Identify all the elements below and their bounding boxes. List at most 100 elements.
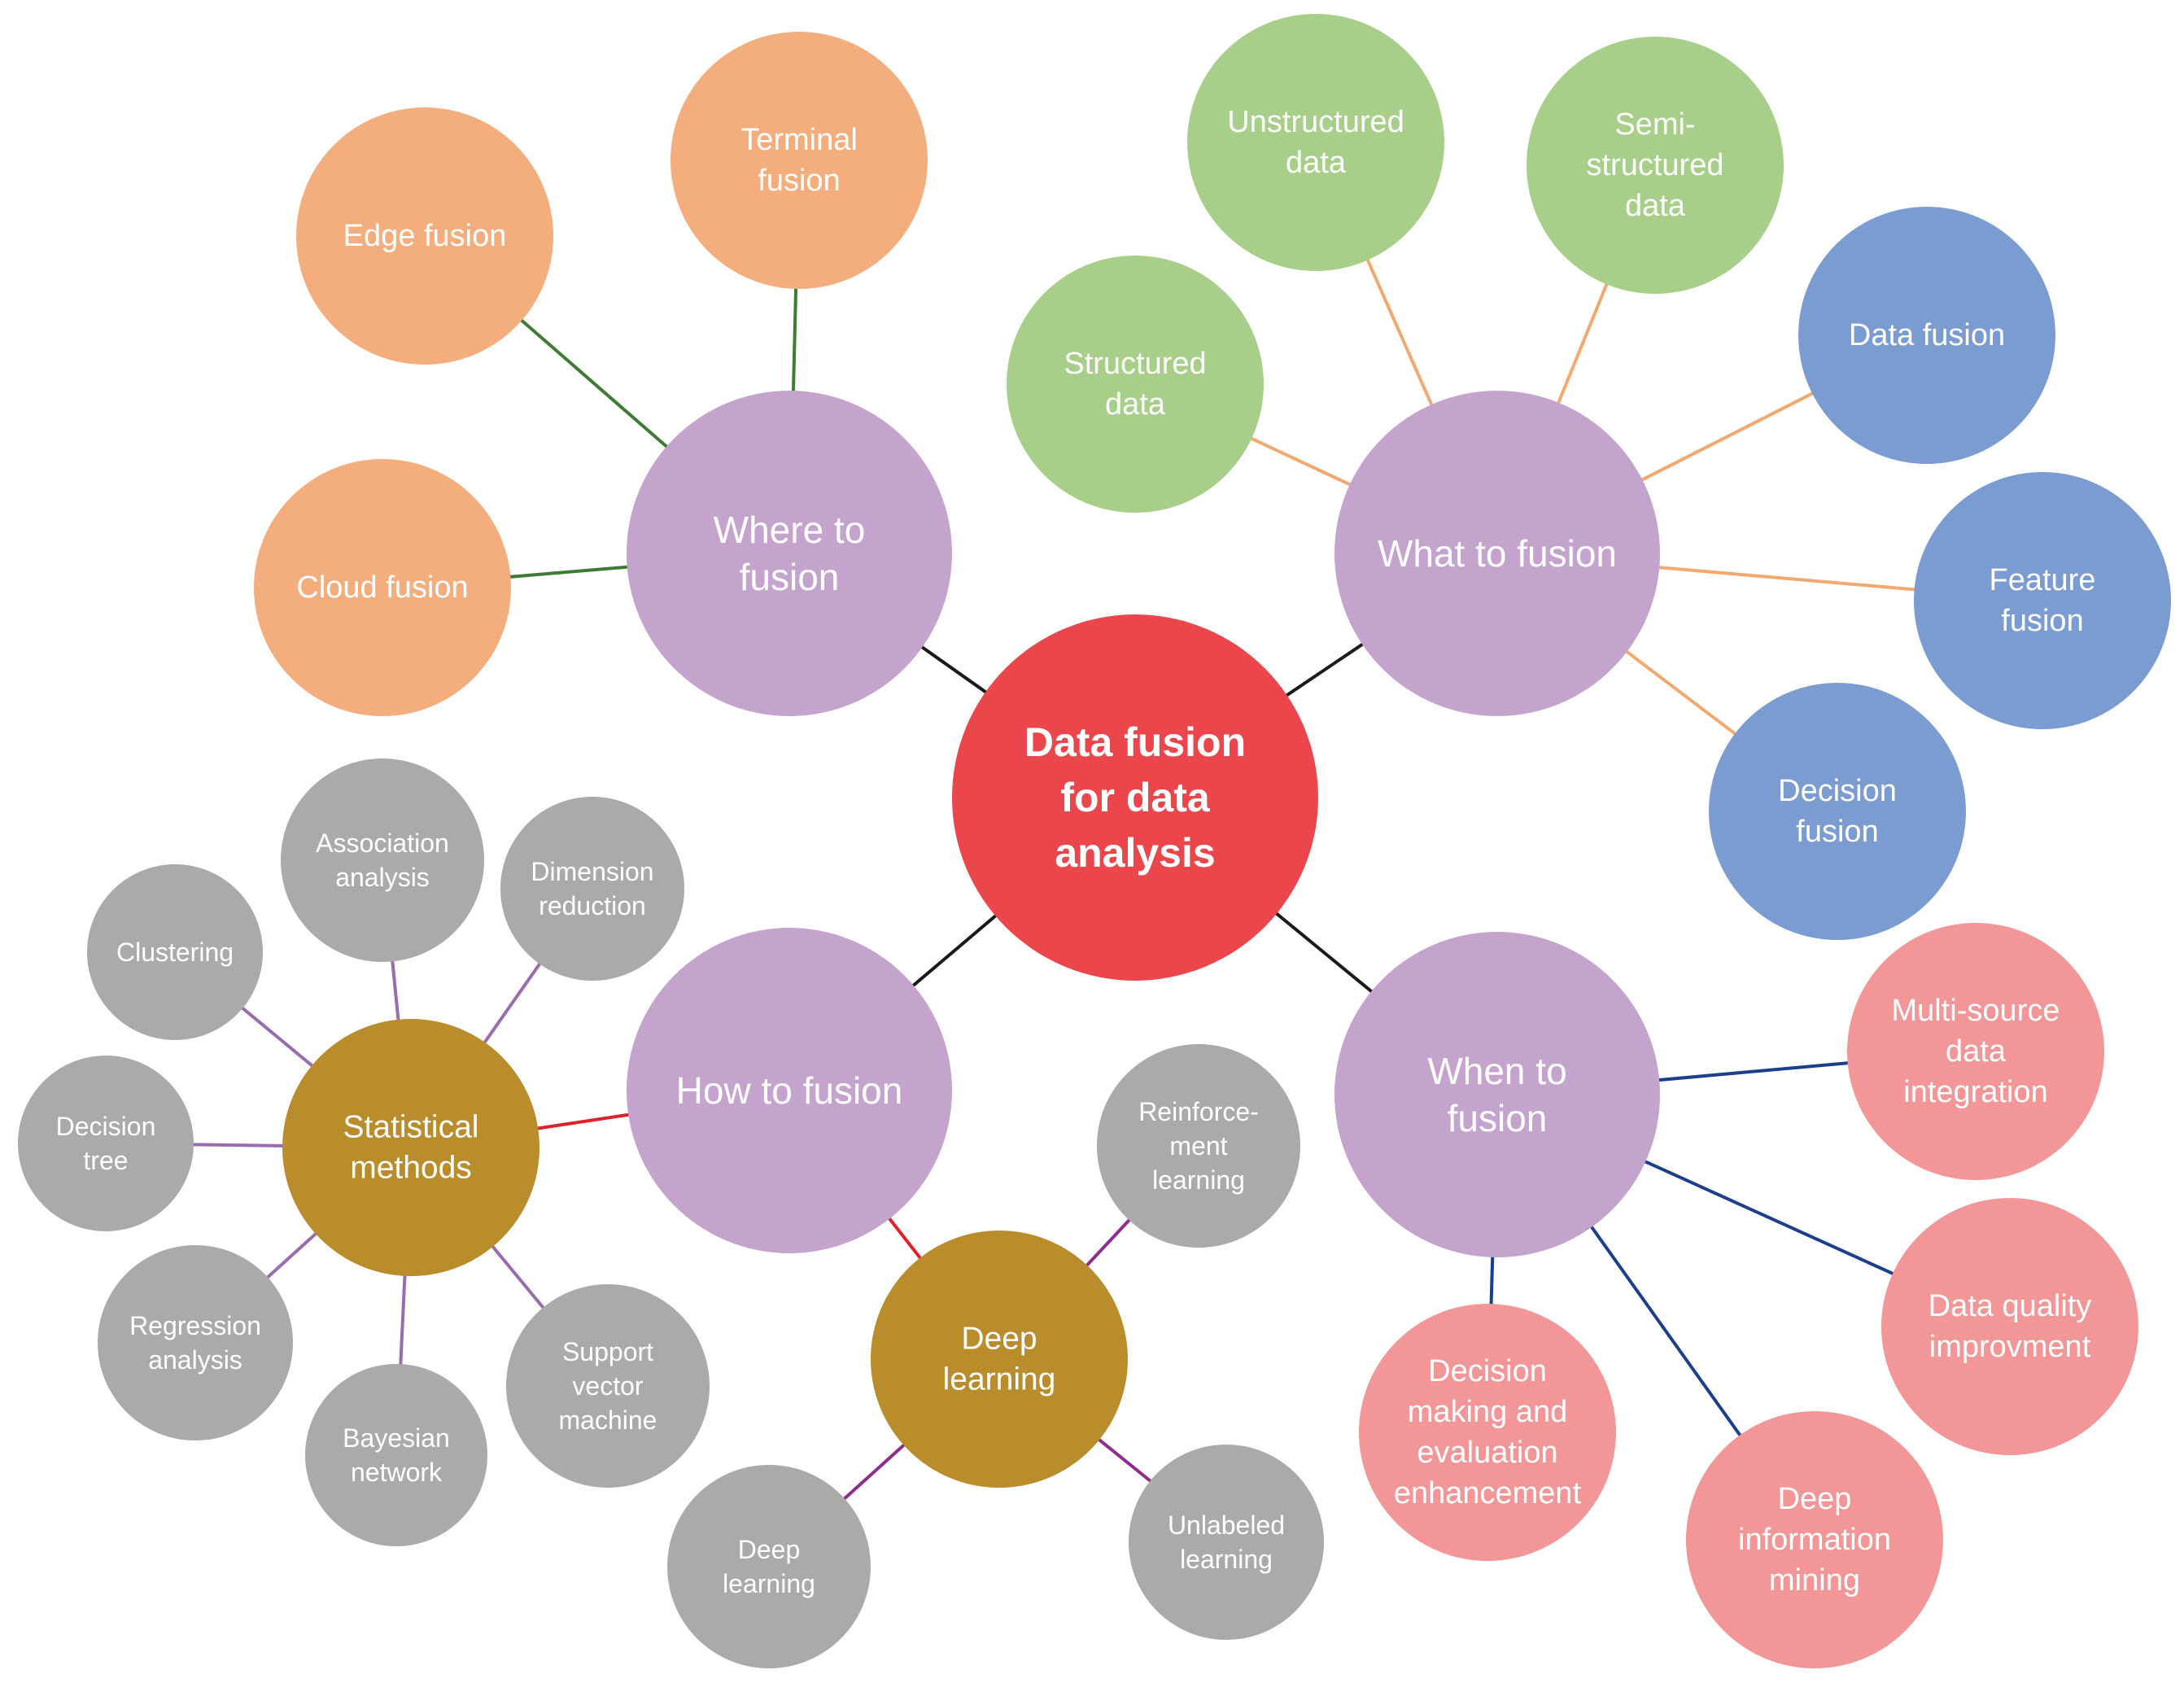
node-bayesian-network-label-line: network [351,1458,443,1487]
node-unlabeled-learning: Unlabeled learning [1129,1445,1324,1640]
node-feature-fusion-label-line: Feature [1990,563,2096,597]
node-feature-fusion: Feature fusion [1914,472,2171,729]
node-semi-structured-data-circle [1527,37,1784,294]
branch-where-to-fusion-label-line: fusion [740,556,840,598]
node-support-vector-machine-circle [506,1284,710,1488]
node-decision-tree-circle [18,1056,194,1231]
node-bayesian-network-circle [305,1364,487,1546]
node-terminal-fusion-label-line: fusion [758,164,840,198]
node-regression-analysis-label-line: Regression [129,1311,261,1340]
node-multi-source-data-integration-label-line: Multi-source [1892,994,2060,1028]
node-association-analysis-label-line: analysis [335,863,430,892]
node-support-vector-machine-label-line: vector [572,1371,643,1401]
node-reinforcement-learning-label-line: Reinforce- [1138,1097,1259,1126]
node-unlabeled-learning-circle [1129,1445,1324,1640]
node-multi-source-data-integration-label-line: data [1946,1034,2007,1069]
branch-how-to-fusion-label-line: How to fusion [676,1069,903,1112]
node-structured-data-label-line: Structured [1064,347,1206,381]
node-edge-fusion-label-line: Edge fusion [343,219,507,253]
node-semi-structured-data-label-line: Semi- [1614,107,1695,142]
center-node-circle [952,614,1318,981]
node-data-fusion: Data fusion [1798,207,2055,464]
node-data-fusion-label-line: Data fusion [1849,318,2005,352]
node-data-quality-improvment-circle [1881,1198,2138,1455]
node-dimension-reduction-label-line: reduction [539,891,646,920]
node-association-analysis-label-line: Association [316,828,449,858]
node-semi-structured-data-label-line: data [1625,189,1686,223]
node-terminal-fusion: Terminal fusion [670,32,928,289]
branch-when-to-fusion-label-line: fusion [1448,1097,1548,1139]
node-data-quality-improvment-label-line: improvment [1929,1330,2091,1364]
node-regression-analysis-label-line: analysis [148,1345,242,1375]
node-deep-information-mining-circle [1686,1411,1943,1668]
node-decision-making-evaluation-enhancement-label-line: making and [1408,1395,1567,1429]
node-semi-structured-data-label-line: structured [1587,148,1724,182]
node-multi-source-data-integration-circle [1847,923,2104,1180]
node-statistical-methods-label-line: Statistical [343,1110,479,1145]
node-deep-learning-method-circle [871,1231,1128,1488]
node-association-analysis-circle [281,758,484,962]
node-decision-fusion-label-line: fusion [1796,815,1878,849]
node-bayesian-network-label-line: Bayesian [343,1423,450,1453]
node-semi-structured-data: Semi-structured data [1527,37,1784,294]
node-clustering-circle [87,864,263,1040]
node-bayesian-network: Bayesian network [305,1364,487,1546]
node-deep-learning-method-label-line: learning [943,1362,1056,1397]
branch-how-to-fusion: How to fusion [627,928,952,1253]
node-support-vector-machine: Support vector machine [506,1284,710,1488]
node-data-fusion-circle [1798,207,2055,464]
branch-what-to-fusion: What to fusion [1334,391,1660,716]
branch-when-to-fusion-label-line: When to [1427,1050,1566,1092]
node-terminal-fusion-circle [670,32,928,289]
branch-where-to-fusion-circle [627,391,952,716]
node-multi-source-data-integration-label-line: integration [1903,1075,2047,1109]
node-support-vector-machine-label-line: machine [559,1405,657,1435]
node-terminal-fusion-label-line: Terminal [740,123,858,157]
node-edge-fusion-circle [296,107,553,365]
node-association-analysis: Association analysis [281,758,484,962]
node-statistical-methods: Statistical methods [282,1019,539,1276]
node-cloud-fusion-label-line: Cloud fusion [296,570,468,605]
node-deep-learning-label-line: learning [723,1569,815,1598]
node-deep-learning-circle [667,1465,871,1668]
node-deep-information-mining-label-line: information [1738,1523,1891,1557]
branch-how-to-fusion-circle [627,928,952,1253]
node-structured-data-circle [1007,256,1264,513]
node-feature-fusion-label-line: fusion [2001,604,2083,638]
node-structured-data-label-line: data [1105,387,1166,422]
node-unlabeled-learning-label-line: learning [1180,1545,1273,1574]
node-cloud-fusion-circle [254,459,511,716]
node-feature-fusion-circle [1914,472,2171,729]
node-regression-analysis-circle [98,1245,293,1440]
branch-what-to-fusion-label-line: What to fusion [1378,532,1617,575]
node-reinforcement-learning-label-line: ment [1169,1131,1227,1161]
branch-where-to-fusion: Where to fusion [627,391,952,716]
node-support-vector-machine-label-line: Support [562,1337,653,1366]
node-decision-tree-label-line: Decision [56,1112,156,1141]
node-unlabeled-learning-label-line: Unlabeled [1168,1510,1285,1540]
node-regression-analysis: Regression analysis [98,1245,293,1440]
node-statistical-methods-label-line: methods [350,1151,472,1186]
node-multi-source-data-integration: Multi-source data integration [1847,923,2104,1180]
node-decision-making-evaluation-enhancement-circle [1359,1304,1616,1561]
node-deep-information-mining-label-line: Deep [1778,1482,1852,1516]
branch-when-to-fusion-circle [1334,932,1660,1257]
node-unstructured-data-label-line: Unstructured [1227,105,1404,139]
center-node-label-line: for data [1060,775,1211,820]
node-unstructured-data-circle [1187,14,1444,271]
branch-where-to-fusion-label-line: Where to [714,509,866,551]
node-decision-fusion-label-line: Decision [1778,774,1897,808]
node-statistical-methods-circle [282,1019,539,1276]
node-decision-fusion-circle [1709,683,1966,940]
node-decision-making-evaluation-enhancement-label-line: Decision [1428,1354,1547,1388]
